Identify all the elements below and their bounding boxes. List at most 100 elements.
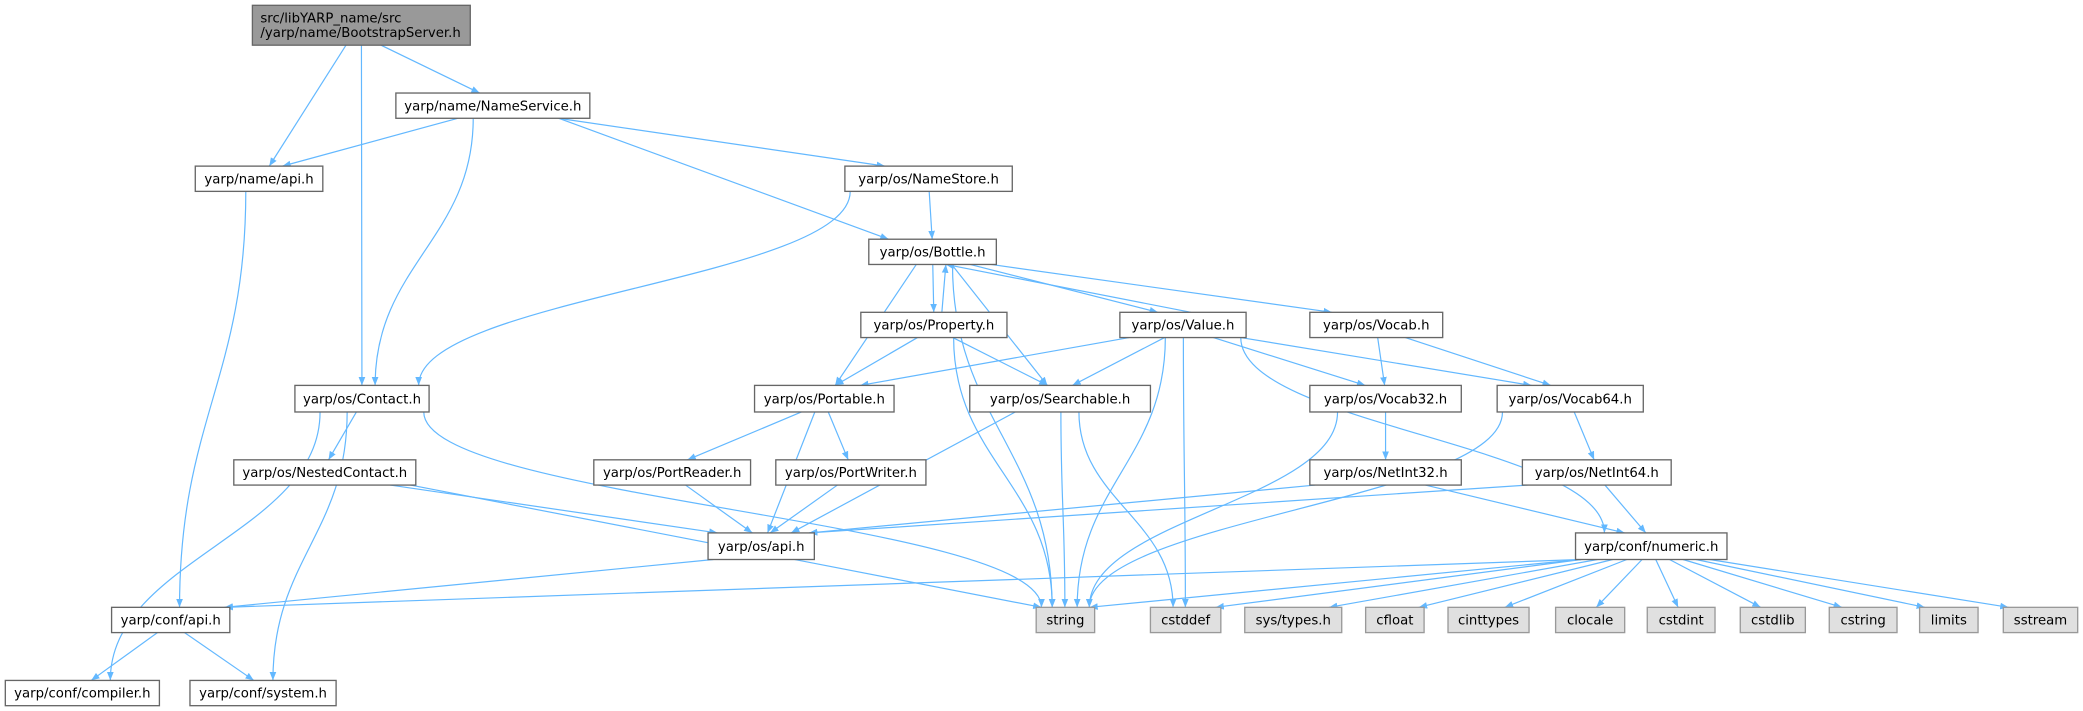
node-value[interactable]: yarp/os/Value.h: [1119, 311, 1247, 339]
node-osapi[interactable]: yarp/os/api.h: [707, 532, 816, 561]
node-netint32[interactable]: yarp/os/NetInt32.h: [1309, 459, 1462, 486]
edge-netint64-to-osapi: [808, 484, 1528, 536]
node-label: yarp/os/NestedContact.h: [242, 466, 407, 481]
edge-confapi-to-compiler: [90, 632, 158, 681]
node-string: string: [1035, 606, 1096, 634]
node-cstdint: cstdint: [1646, 606, 1716, 634]
edge-namestore-to-bottle: [928, 191, 935, 240]
node-sstream: sstream: [2002, 606, 2079, 634]
edge-vocab32-to-string: [1085, 411, 1339, 608]
edge-portable-to-portwriter: [827, 411, 849, 461]
edge-portwriter-to-osapi: [769, 484, 838, 534]
node-label: yarp/os/Vocab32.h: [1324, 392, 1447, 407]
edge-root-to-nameapi: [268, 44, 347, 167]
node-namestore[interactable]: yarp/os/NameStore.h: [844, 165, 1013, 193]
node-box: [1828, 606, 1898, 634]
edge-numeric-to-sstream: [1709, 558, 2009, 610]
edge-numeric-to-cstring: [1682, 558, 1843, 609]
edge-portreader-to-osapi: [685, 484, 753, 534]
node-box: [233, 459, 417, 486]
node-label: string: [1046, 614, 1084, 629]
node-box: [707, 532, 816, 561]
node-box: [395, 92, 591, 119]
node-portreader[interactable]: yarp/os/PortReader.h: [593, 459, 752, 486]
node-box: [4, 679, 161, 707]
edge-nameservice-to-bottle: [558, 117, 889, 240]
edge-osapi-to-confapi: [224, 558, 714, 610]
node-system[interactable]: yarp/conf/system.h: [189, 679, 337, 707]
node-box: [1646, 606, 1716, 634]
edge-numeric-to-confapi: [224, 558, 1581, 611]
node-label: yarp/os/PortWriter.h: [785, 466, 917, 481]
node-compiler[interactable]: yarp/conf/compiler.h: [4, 679, 161, 707]
edge-bottle-to-vocab: [990, 263, 1332, 315]
edge-vocab-to-vocab32: [1377, 337, 1387, 386]
node-box: [969, 384, 1152, 413]
node-box: [1364, 606, 1425, 634]
edge-contact-to-compiler: [106, 411, 321, 681]
edge-netint32-to-osapi: [808, 484, 1316, 536]
node-portable[interactable]: yarp/os/Portable.h: [753, 384, 895, 413]
edge-namestore-to-contact: [415, 191, 851, 386]
node-box: [1574, 532, 1728, 561]
node-label: cstddef: [1161, 614, 1210, 629]
edge-property-to-bottle: [941, 264, 949, 313]
node-label: yarp/os/Vocab64.h: [1509, 392, 1632, 407]
node-label: yarp/os/Portable.h: [764, 392, 885, 407]
node-systypes: sys/types.h: [1244, 606, 1343, 634]
edge-netint32-to-numeric: [1425, 484, 1625, 535]
node-nestedcontact[interactable]: yarp/os/NestedContact.h: [233, 459, 417, 486]
node-label: limits: [1931, 614, 1967, 629]
edge-numeric-to-cstdlib: [1669, 558, 1761, 608]
node-clocale: clocale: [1554, 606, 1626, 634]
node-box: [2002, 606, 2079, 634]
edge-nameapi-to-confapi: [176, 191, 247, 608]
edge-nameservice-to-namestore: [558, 117, 886, 169]
node-property[interactable]: yarp/os/Property.h: [860, 311, 1008, 339]
node-portwriter[interactable]: yarp/os/PortWriter.h: [775, 459, 927, 486]
node-label: yarp/name/NameService.h: [404, 99, 581, 114]
edge-vocab64-to-netint64: [1573, 411, 1595, 461]
node-label: cstdlib: [1751, 614, 1795, 629]
node-label: yarp/os/NetInt32.h: [1324, 466, 1448, 481]
edge-searchable-to-cstddef: [1078, 411, 1177, 608]
node-vocab[interactable]: yarp/os/Vocab.h: [1309, 311, 1444, 339]
node-root[interactable]: src/libYARP_name/src/yarp/name/Bootstrap…: [251, 4, 471, 46]
node-box: [860, 311, 1008, 339]
node-vocab32[interactable]: yarp/os/Vocab32.h: [1309, 384, 1462, 413]
node-label: yarp/name/api.h: [204, 172, 313, 187]
node-label: yarp/os/Searchable.h: [990, 392, 1130, 407]
node-netint64[interactable]: yarp/os/NetInt64.h: [1521, 459, 1672, 486]
node-box: [1918, 606, 1979, 634]
edge-confapi-to-system: [184, 632, 255, 681]
node-label: yarp/conf/system.h: [199, 687, 327, 702]
node-numeric[interactable]: yarp/conf/numeric.h: [1574, 532, 1728, 561]
node-nameservice[interactable]: yarp/name/NameService.h: [395, 92, 591, 119]
node-label: sys/types.h: [1256, 614, 1331, 629]
node-searchable[interactable]: yarp/os/Searchable.h: [969, 384, 1152, 413]
node-box: [1496, 384, 1644, 413]
node-nameapi[interactable]: yarp/name/api.h: [194, 165, 324, 193]
node-confapi[interactable]: yarp/conf/api.h: [110, 606, 231, 634]
node-box: [1521, 459, 1672, 486]
node-label: cinttypes: [1458, 614, 1519, 629]
node-bottle[interactable]: yarp/os/Bottle.h: [868, 238, 997, 266]
node-cstring: cstring: [1828, 606, 1898, 634]
node-label: yarp/conf/api.h: [121, 614, 221, 629]
node-label: yarp/os/NameStore.h: [858, 172, 999, 187]
edge-portable-to-portreader: [687, 411, 802, 461]
edge-vocab-to-vocab64: [1405, 336, 1552, 386]
node-label: yarp/os/Vocab.h: [1323, 319, 1429, 334]
node-label: yarp/os/Bottle.h: [880, 245, 986, 260]
node-box: [1739, 606, 1807, 634]
node-vocab64[interactable]: yarp/os/Vocab64.h: [1496, 384, 1644, 413]
node-contact[interactable]: yarp/os/Contact.h: [294, 384, 430, 413]
node-label: sstream: [2014, 614, 2067, 629]
edge-bottle-to-property: [930, 264, 937, 313]
node-box: [1309, 311, 1444, 339]
node-box: [844, 165, 1013, 193]
edge-value-to-string: [1073, 337, 1166, 608]
node-label: cstdint: [1659, 614, 1704, 629]
node-box: [1447, 606, 1530, 634]
